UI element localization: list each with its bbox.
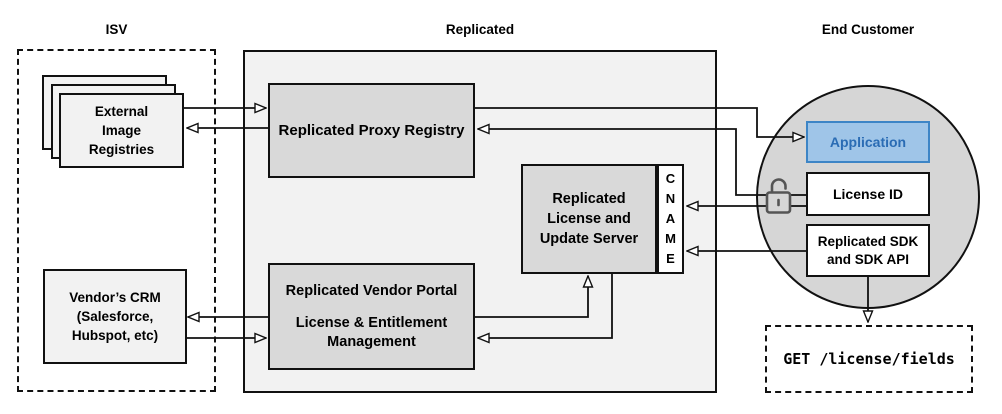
cname-letter: A <box>665 211 676 226</box>
server-label-line: Replicated <box>552 191 626 207</box>
end-customer-section-title: End Customer <box>821 22 915 37</box>
registries-label-line: External <box>94 104 149 119</box>
vendor-portal-subtitle: License & Entitlement Management <box>295 314 448 350</box>
replicated-sdk-box: Replicated SDK and SDK API <box>806 224 930 277</box>
registries-label-line: Registries <box>88 142 155 157</box>
sdk-label-line: and SDK API <box>826 251 909 267</box>
application-label: Application <box>829 134 907 150</box>
license-id-label: License ID <box>832 186 904 202</box>
vendor-portal-title: Replicated Vendor Portal <box>285 282 458 299</box>
crm-label-line: Vendor’s CRM <box>69 290 161 305</box>
crm-label-line: (Salesforce, <box>76 309 154 324</box>
cname-letter: M <box>665 231 676 246</box>
server-label-line: License and <box>547 211 631 227</box>
cname-letter: E <box>666 251 675 266</box>
proxy-registry-label: Replicated Proxy Registry <box>278 122 465 139</box>
external-image-registries-box: External Image Registries <box>59 93 184 168</box>
cname-letter: C <box>665 171 676 186</box>
cname-strip: C N A M E <box>657 164 684 274</box>
isv-region-dashed-box <box>17 49 216 392</box>
replicated-proxy-registry-box: Replicated Proxy Registry <box>268 83 475 178</box>
application-box: Application <box>806 121 930 163</box>
vendors-crm-box: Vendor’s CRM (Salesforce, Hubspot, etc) <box>43 269 187 364</box>
arrow-portal-to-server <box>475 276 588 318</box>
crm-label-line: Hubspot, etc) <box>71 328 159 343</box>
arrow-proxy-to-application <box>475 107 804 137</box>
get-license-fields-box: GET /license/fields <box>765 325 973 393</box>
replicated-section-title: Replicated <box>445 22 515 37</box>
get-license-fields-label: GET /license/fields <box>783 350 955 368</box>
server-label-line: Update Server <box>539 231 639 247</box>
replicated-vendor-portal-box: Replicated Vendor Portal License & Entit… <box>268 263 475 370</box>
sdk-label-line: Replicated SDK <box>817 233 919 249</box>
arrow-license-to-proxy <box>478 129 768 196</box>
arrow-server-to-portal <box>478 274 613 338</box>
registries-label-line: Image <box>101 123 142 138</box>
cname-letter: N <box>665 191 676 206</box>
replicated-license-update-server-box: Replicated License and Update Server <box>521 164 657 274</box>
open-padlock-icon <box>765 178 792 214</box>
isv-section-title: ISV <box>105 22 128 37</box>
license-id-box: License ID <box>806 172 930 216</box>
